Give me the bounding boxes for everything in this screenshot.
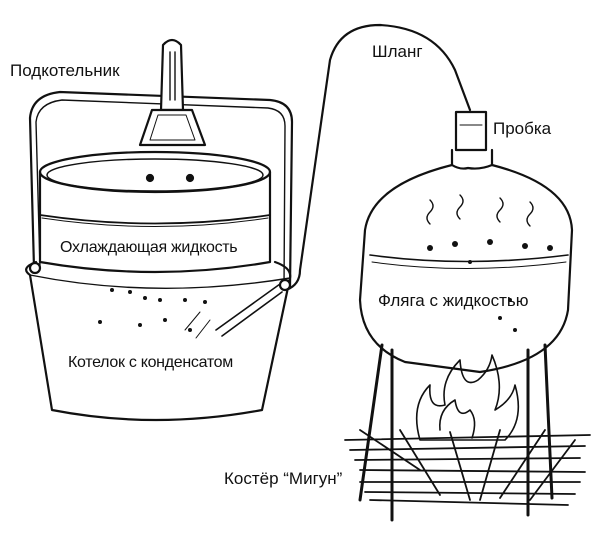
flames <box>415 354 520 441</box>
hose <box>284 23 472 292</box>
flask <box>358 148 574 374</box>
label-flask: Фляга с жидкостью <box>378 291 529 310</box>
cooling-pan <box>38 150 272 274</box>
condensate-pot <box>25 260 292 422</box>
label-stopper: Пробка <box>493 119 552 138</box>
label-lid-handle: Подкотельник <box>10 61 120 80</box>
condensate-droplets <box>98 288 207 332</box>
label-hose: Шланг <box>372 42 423 61</box>
label-pot: Котелок с конденсатом <box>68 354 233 371</box>
steam <box>426 194 534 227</box>
flask-bubbles <box>427 239 553 332</box>
label-fire: Костёр “Мигун” <box>224 469 343 488</box>
label-coolant: Охлаждающая жидкость <box>60 239 238 256</box>
lid-knob <box>138 38 207 147</box>
firewood-sticks <box>344 429 591 506</box>
stopper <box>454 110 488 152</box>
